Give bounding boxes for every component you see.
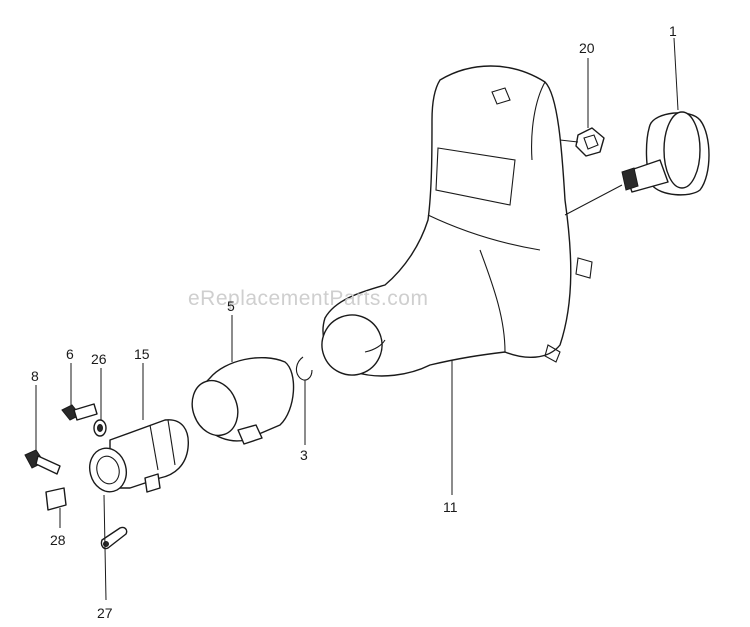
part-6-bolt (61, 403, 98, 421)
leader-lines (35, 37, 679, 601)
callout-3: 3 (300, 447, 308, 463)
callout-8: 8 (31, 368, 39, 384)
part-5-tube (191, 356, 295, 445)
watermark-text: eReplacementParts.com (188, 287, 428, 310)
part-20-nut (575, 127, 605, 157)
part-8-screw (24, 449, 61, 475)
part-15-clamp (89, 419, 189, 493)
callout-1: 1 (669, 23, 677, 39)
callout-20: 20 (579, 40, 595, 56)
callout-11: 11 (443, 499, 458, 515)
callout-6: 6 (66, 346, 74, 362)
callout-27: 27 (97, 605, 113, 621)
part-11-gear-case (321, 65, 593, 377)
part-1-clutch-drum (621, 111, 710, 196)
callout-labels: 1 20 5 6 26 15 8 3 11 28 27 (31, 23, 677, 621)
callout-26: 26 (91, 351, 107, 367)
part-28-key (45, 487, 67, 511)
part-26-washer (93, 419, 107, 437)
callout-28: 28 (50, 532, 66, 548)
part-3-snap-ring (295, 356, 313, 381)
callout-5: 5 (227, 298, 235, 314)
callout-15: 15 (134, 346, 150, 362)
